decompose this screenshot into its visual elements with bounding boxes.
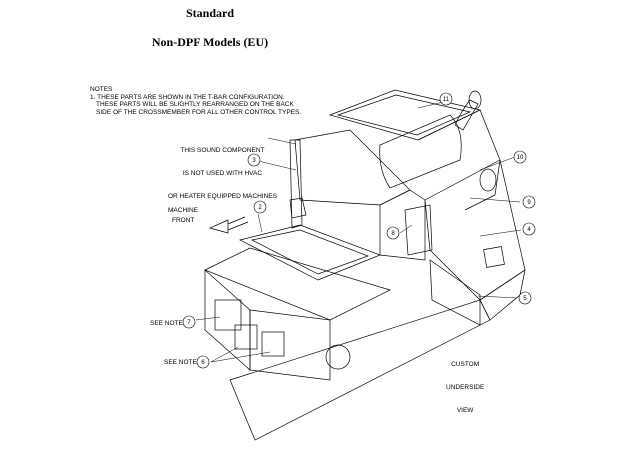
block-6a [234, 324, 258, 350]
callout-8 [386, 226, 400, 240]
notes-line-3: SIDE OF THE CROSSMEMBER FOR ALL OTHER CO… [96, 108, 302, 116]
custom-label: CUSTOM [451, 361, 480, 369]
front-base-front [249, 309, 331, 381]
left-wall-3 [289, 139, 303, 229]
underside-label: UNDERSIDE [446, 383, 485, 391]
page-subtitle: Non-DPF Models (EU) [151, 35, 269, 49]
muffler [379, 114, 462, 189]
block-7 [214, 299, 242, 331]
notes-line-2: THESE PARTS WILL BE SLIGHTLY REARRANGED … [96, 101, 294, 109]
crossmember-beam [229, 299, 491, 441]
crossmember-side [479, 269, 526, 321]
callout-10 [513, 150, 527, 164]
top-cover-inner [336, 94, 472, 136]
callout-3-label: 3 [252, 158, 256, 164]
left-bracket [289, 197, 307, 219]
rear-right-wall [424, 159, 526, 301]
side-tube-10 [479, 168, 497, 192]
notes-block: NOTES 1. THESE PARTS ARE SHOWN IN THE T-… [90, 86, 301, 116]
crossmember-access-hole [325, 344, 351, 370]
front-base-top [204, 247, 391, 321]
callout-7 [182, 315, 196, 329]
sound-note-line-3: OR HEATER EQUIPPED MACHINES [168, 192, 277, 200]
callout-9-label: 9 [527, 200, 531, 206]
sound-note-line-2: IS NOT USED WITH HVAC [182, 169, 263, 177]
custom-underside-view-label: CUSTOM UNDERSIDE VIEW [446, 346, 484, 422]
callout-4 [522, 222, 536, 236]
block-6b [261, 331, 285, 357]
part-8-strip [404, 204, 433, 256]
callout-6-label: 6 [201, 360, 205, 366]
floor-tray-inner [250, 229, 370, 275]
machine-label: MACHINE [168, 207, 198, 214]
notes-header: NOTES [90, 86, 113, 93]
side-grille [483, 246, 505, 268]
callout-11-label: 11 [443, 97, 450, 103]
page-title: Standard [185, 6, 235, 20]
right-upper-panel [417, 109, 501, 211]
callout-5-label: 5 [523, 296, 527, 302]
sound-note-line-1: THIS SOUND COMPONENT [180, 147, 265, 155]
center-wall-side [379, 189, 426, 261]
exhaust-outlet [468, 90, 482, 110]
callout-2-label: 2 [258, 205, 262, 211]
view-label: VIEW [456, 406, 474, 414]
callout-3 [247, 153, 261, 167]
front-label: FRONT [172, 217, 195, 224]
exhaust-pipe [454, 99, 479, 131]
callout-2 [253, 200, 267, 214]
callout-9 [522, 195, 536, 209]
callout-11 [439, 92, 453, 106]
notes-line-1: 1. THESE PARTS ARE SHOWN IN THE T-BAR CO… [90, 93, 285, 101]
sound-component-note: THIS SOUND COMPONENT IS NOT USED WITH HV… [168, 132, 277, 208]
callout-4-label: 4 [527, 227, 531, 233]
front-arrow-icon [208, 216, 249, 234]
callout-5 [518, 291, 532, 305]
callout-6 [196, 355, 210, 369]
callout-8-label: 8 [391, 231, 395, 237]
callout-7-label: 7 [187, 320, 191, 326]
lower-right-panel [429, 259, 481, 326]
callout-10-label: 10 [517, 155, 524, 161]
floor-tray-2 [239, 224, 381, 281]
center-wall [294, 129, 411, 206]
